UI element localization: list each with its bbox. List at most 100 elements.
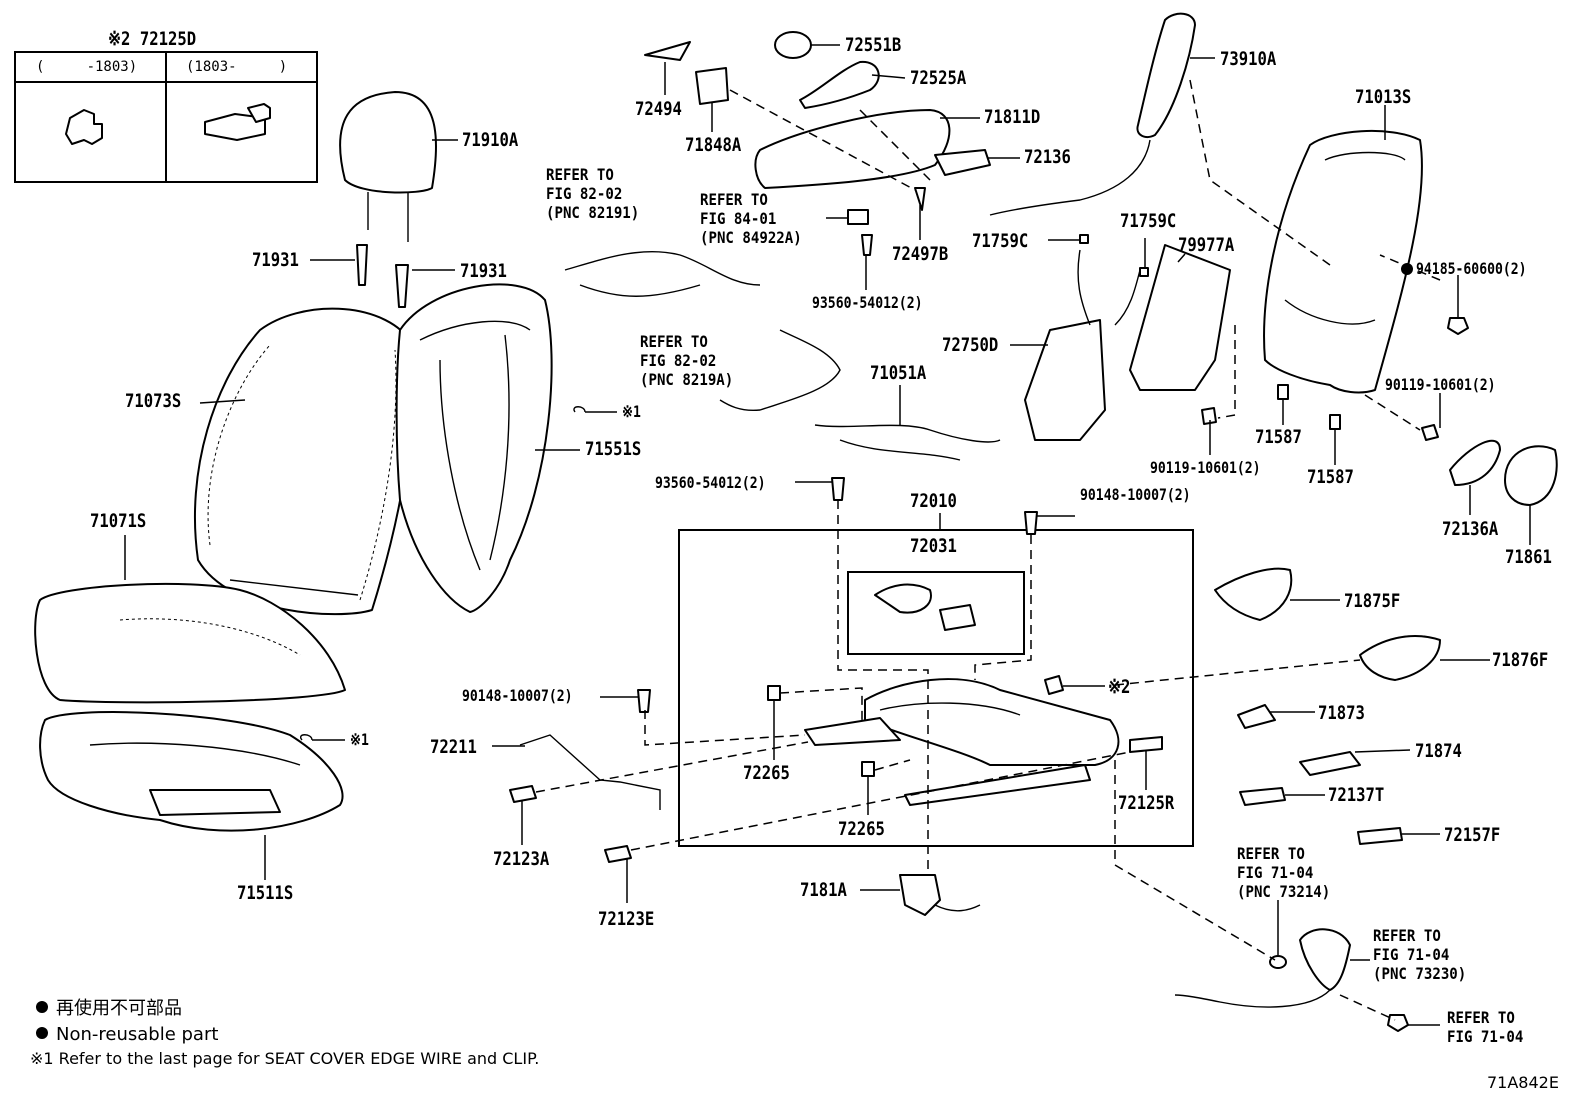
label-72136: 72136 (1024, 146, 1071, 168)
seatback-pad-drawing (395, 283, 553, 613)
label-79977a: 79977A (1178, 234, 1235, 256)
bracket-72265a-drawing (767, 685, 781, 701)
bolt-90148-left-drawing (637, 689, 651, 713)
label-72136a: 72136A (1442, 518, 1499, 540)
lumbar-support-drawing (1024, 249, 1141, 441)
harness-7181a-drawing (899, 874, 941, 916)
label-71875f: 71875F (1344, 590, 1401, 612)
legend-jp-text: 再使用不可部品 (56, 998, 182, 1019)
label-ref2: ※2 (1108, 676, 1131, 698)
label-71051a: 71051A (870, 362, 927, 384)
refer-73214: REFER TO FIG 71-04 (PNC 73214) (1237, 844, 1331, 901)
cover-71875f-drawing (1214, 567, 1293, 621)
label-72137t: 72137T (1328, 784, 1385, 806)
bracket-72265b-drawing (861, 761, 875, 777)
label-72497b: 72497B (892, 243, 949, 265)
connector-84922a-drawing (847, 209, 869, 225)
label-90148-right: 90148-10007(2) (1080, 485, 1191, 504)
refer-82191: REFER TO FIG 82-02 (PNC 82191) (546, 165, 640, 222)
cushion-pad-drawing (39, 711, 344, 832)
legend-en: Non-reusable part (36, 1026, 218, 1044)
label-71910a: 71910A (462, 129, 519, 151)
label-72265-upper: 72265 (743, 762, 790, 784)
label-71848a: 71848A (685, 134, 742, 156)
legend-dot-icon (36, 1001, 48, 1013)
inset-title: ※2 72125D (108, 28, 197, 50)
label-90119-right: 90119-10601(2) (1385, 375, 1496, 394)
label-71587-left: 71587 (1255, 426, 1302, 448)
refer-8219a: REFER TO FIG 82-02 (PNC 8219A) (640, 332, 734, 389)
legend-dot-icon (36, 1027, 48, 1039)
label-note1-upper: ※1 (622, 402, 641, 421)
seatback-cover-drawing (194, 307, 414, 616)
label-72750d: 72750D (942, 334, 999, 356)
label-71511s: 71511S (237, 882, 294, 904)
label-71759c-right: 71759C (1120, 210, 1177, 232)
cover-72136a-drawing (1449, 439, 1501, 486)
bolt-90119-right-drawing (1421, 424, 1439, 441)
label-72031: 72031 (910, 535, 957, 557)
label-72010: 72010 (910, 490, 957, 512)
part-71848a-drawing (695, 67, 729, 105)
label-93560-top: 93560-54012(2) (812, 293, 923, 312)
label-71931-right: 71931 (460, 260, 507, 282)
bolt-93560-top-drawing (861, 234, 873, 256)
legend-jp: 再使用不可部品 (36, 1000, 182, 1018)
knob-71861-drawing (1504, 445, 1558, 506)
inset-col2: (1803- ) (186, 59, 288, 75)
label-71931-left: 71931 (252, 249, 299, 271)
bolt-90119-left-drawing (1201, 407, 1217, 425)
refer-84922a: REFER TO FIG 84-01 (PNC 84922A) (700, 190, 802, 247)
cover-72123a-drawing (509, 785, 537, 803)
part-72525a-drawing (799, 60, 880, 109)
inset-col1: ( -1803) (36, 59, 138, 75)
label-94185: 94185-60600(2) (1416, 259, 1527, 278)
label-71759c-left: 71759C (972, 230, 1029, 252)
refer-7104: REFER TO FIG 71-04 (1447, 1008, 1524, 1046)
label-note1-lower: ※1 (350, 730, 369, 749)
seatback-frame-drawing (1263, 130, 1423, 394)
cover-72125r-drawing (1129, 736, 1163, 753)
label-72525a: 72525A (910, 67, 967, 89)
buckle-73230-drawing (1299, 928, 1351, 991)
label-90148-left: 90148-10007(2) (462, 686, 573, 705)
label-71073s: 71073S (125, 390, 182, 412)
part-72125d-ref-drawing (1044, 675, 1064, 695)
label-71873: 71873 (1318, 702, 1365, 724)
label-7181a: 7181A (800, 879, 847, 901)
label-72157f: 72157F (1444, 824, 1501, 846)
label-73910a: 73910A (1220, 48, 1277, 70)
bolt-90148-right-drawing (1024, 511, 1038, 535)
cushion-cover-drawing (34, 582, 346, 704)
side-airbag-drawing (989, 12, 1196, 216)
clip-71587a-drawing (1277, 384, 1289, 400)
cover-72123e-drawing (604, 845, 632, 863)
label-71811d: 71811D (984, 106, 1041, 128)
motor-72031-box (847, 571, 1025, 655)
adjuster-assembly-box (678, 529, 1194, 847)
part-72494-drawing (644, 41, 691, 61)
wire-72211-drawing (519, 734, 661, 810)
label-72125r: 72125R (1118, 792, 1175, 814)
part-72551b-drawing (774, 31, 812, 59)
bolt-93560-mid-drawing (831, 477, 845, 501)
assembly-dashed-lines (535, 79, 1441, 1021)
label-71874: 71874 (1415, 740, 1462, 762)
clip-71587b-drawing (1329, 414, 1341, 430)
legend-note: ※1 Refer to the last page for SEAT COVER… (30, 1049, 540, 1068)
cover-71873-drawing (1237, 704, 1276, 729)
label-72265-lower: 72265 (838, 818, 885, 840)
part-72497b-drawing (914, 187, 926, 211)
refer-73230: REFER TO FIG 71-04 (PNC 73230) (1373, 926, 1467, 983)
label-93560-mid: 93560-54012(2) (655, 473, 766, 492)
label-71587-right: 71587 (1307, 466, 1354, 488)
cover-71876f-drawing (1359, 634, 1441, 681)
part-71811d-drawing (754, 109, 951, 189)
label-72494: 72494 (635, 98, 682, 120)
cover-72157f-drawing (1357, 827, 1403, 845)
nut-7104-drawing (1387, 1014, 1409, 1032)
label-71551s: 71551S (585, 438, 642, 460)
motor-72031-drawing (874, 583, 932, 614)
panel-79977a-drawing (1129, 244, 1231, 391)
